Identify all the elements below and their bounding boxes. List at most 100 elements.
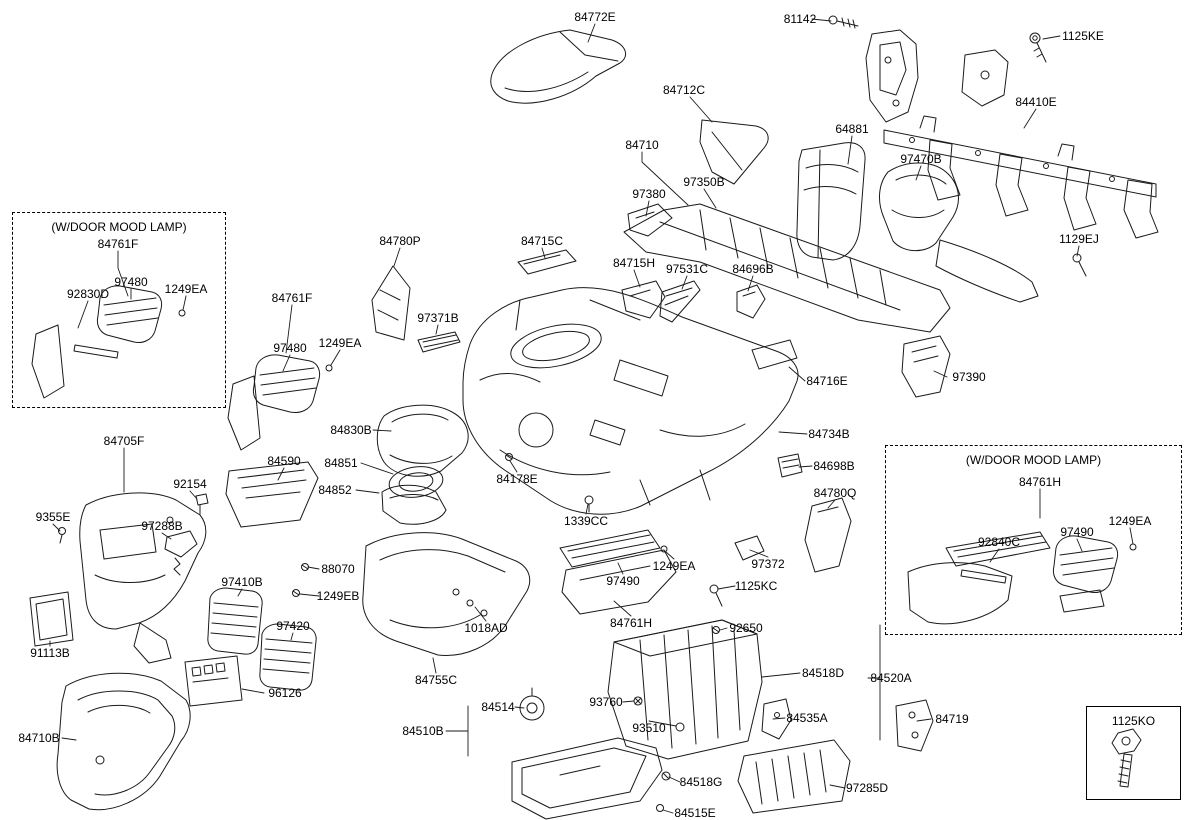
- part-number-label: 84761F: [97, 237, 139, 251]
- callout-box: (W/DOOR MOOD LAMP): [12, 212, 226, 408]
- part-number-label: 84514: [481, 700, 515, 714]
- duct-64881-drawing: [796, 142, 866, 261]
- part-number-label: 97480: [114, 275, 148, 289]
- part-number-label: 1249EB: [316, 589, 360, 603]
- center-stack-drawing: [559, 529, 765, 615]
- part-number-label: 84715C: [520, 234, 564, 248]
- top-cover-drawing: [490, 29, 627, 104]
- part-number-label: 84710: [625, 138, 659, 152]
- part-number-label: 84761H: [609, 616, 653, 630]
- part-number-label: 97288B: [141, 519, 183, 533]
- part-number-label: 84520A: [870, 671, 912, 685]
- unit-96126-drawing: [184, 655, 243, 707]
- part-number-label: 97531C: [665, 262, 709, 276]
- part-number-label: 84734B: [808, 427, 850, 441]
- part-number-label: 97350B: [683, 175, 725, 189]
- part-number-label: 84761H: [1018, 475, 1062, 489]
- part-number-label: 84535A: [786, 711, 828, 725]
- bolt-81142-drawing: [828, 15, 919, 123]
- part-number-label: 92830D: [66, 287, 110, 301]
- bolt-1125ko-drawing: [1111, 728, 1142, 788]
- part-number-label: 84780P: [379, 234, 421, 248]
- vents-left-drawing: [207, 587, 317, 691]
- part-number-label: 84772E: [574, 10, 616, 24]
- bolt-1129ej-drawing: [1072, 253, 1087, 277]
- part-number-label: 84518G: [679, 775, 723, 789]
- part-number-label: 97285D: [845, 781, 889, 795]
- part-number-label: 97420: [276, 619, 310, 633]
- tray-84590-drawing: [58, 461, 319, 576]
- glove-box-drawing: [511, 619, 934, 820]
- part-number-label: 84715H: [612, 256, 656, 270]
- box2-vent-drawing: [907, 531, 1137, 625]
- defroster-97390-drawing: [901, 335, 951, 398]
- part-number-label: 92154: [173, 477, 207, 491]
- part-number-label: 88070: [321, 562, 355, 576]
- part-number-label: 84852: [318, 483, 352, 497]
- part-number-label: 84178E: [496, 472, 538, 486]
- part-number-label: 84755C: [414, 673, 458, 687]
- part-number-label: 92650: [729, 621, 763, 635]
- callout-box: 1125KO: [1086, 706, 1181, 800]
- part-number-label: 84515E: [674, 806, 716, 820]
- part-number-label: 93510: [632, 721, 666, 735]
- part-number-label: 97490: [1060, 525, 1094, 539]
- leader-lines: [49, 18, 1134, 814]
- callout-box-title: (W/DOOR MOOD LAMP): [965, 453, 1102, 467]
- part-number-label: 84696B: [732, 262, 774, 276]
- part-number-label: 84510B: [402, 724, 444, 738]
- cowl-drawing: [623, 203, 1039, 333]
- part-number-label: 97380: [632, 187, 666, 201]
- part-number-label: 91113B: [30, 646, 70, 660]
- part-number-label: 97372: [751, 557, 785, 571]
- part-number-label: 84410E: [1015, 95, 1057, 109]
- part-number-label: 97490: [606, 574, 640, 588]
- callout-box-title: (W/DOOR MOOD LAMP): [51, 220, 187, 234]
- duct-97470b-drawing: [879, 162, 959, 252]
- part-number-label: 1018AD: [464, 621, 508, 635]
- part-number-label: 1249EA: [164, 282, 208, 296]
- part-number-label: 1249EA: [318, 336, 362, 350]
- part-number-label: 1125KC: [734, 579, 778, 593]
- part-number-label: 1249EA: [652, 559, 696, 573]
- part-number-label: 84705F: [103, 434, 145, 448]
- part-number-label: 84710B: [18, 731, 60, 745]
- small-flats-drawing: [517, 249, 766, 323]
- part-number-label: 84716E: [806, 374, 848, 388]
- part-number-label: 84712C: [662, 83, 706, 97]
- part-number-label: 1249EA: [1108, 514, 1152, 528]
- cover-84710b-drawing: [56, 672, 191, 811]
- part-number-label: 64881: [835, 122, 869, 136]
- part-number-label: 97410B: [221, 575, 263, 589]
- main-panel-drawing: [462, 287, 799, 515]
- panel-91113b-drawing: [29, 591, 74, 647]
- part-number-label: 97371B: [417, 311, 459, 325]
- crossmember-drawing: [883, 49, 1159, 239]
- part-number-label: 84830B: [330, 423, 372, 437]
- part-number-label: 84851: [324, 456, 358, 470]
- part-number-label: 97390: [952, 370, 986, 384]
- part-number-label: 96126: [268, 686, 302, 700]
- right-side-panels-drawing: [777, 453, 852, 573]
- part-number-label: 84780Q: [813, 486, 857, 500]
- part-number-label: 97480: [273, 341, 307, 355]
- panel-84755c-drawing: [362, 532, 531, 656]
- side-panel-84780p-drawing: [371, 265, 461, 353]
- knee-panel-84705f-drawing: [79, 492, 207, 664]
- vent-84761f-drawing: [227, 354, 333, 451]
- piece-97380-drawing: [627, 203, 673, 237]
- part-number-label: 81142: [783, 12, 817, 26]
- part-number-label: 93760: [589, 695, 623, 709]
- cluster-hood-drawing: [376, 404, 469, 525]
- part-number-label: 84719: [935, 712, 969, 726]
- strip-84712c-drawing: [699, 119, 769, 185]
- part-number-label: 84761F: [271, 291, 313, 305]
- box1-vent-drawing: [31, 285, 186, 399]
- part-number-label: 1125KE: [1062, 29, 1104, 43]
- part-number-label: 97470B: [900, 152, 942, 166]
- bolt-1125ke-drawing: [1029, 32, 1047, 63]
- callout-box: (W/DOOR MOOD LAMP): [885, 445, 1182, 635]
